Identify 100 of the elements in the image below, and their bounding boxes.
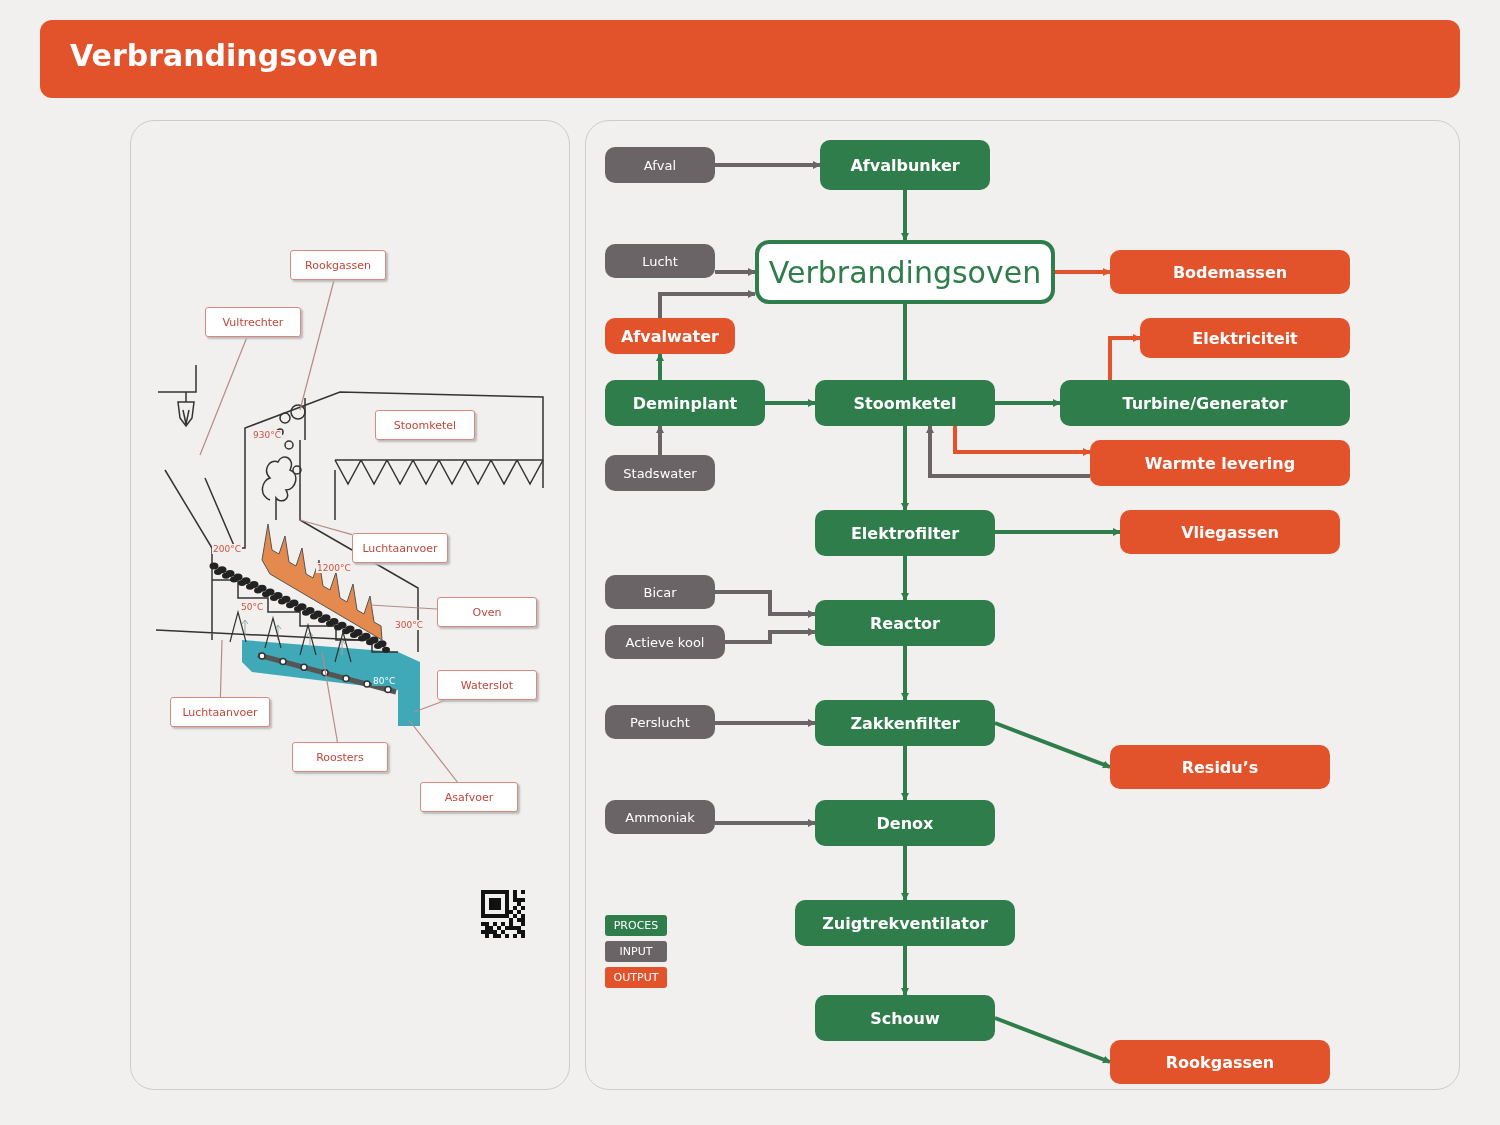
box-label: Perslucht — [630, 714, 690, 730]
output-box — [1110, 1040, 1330, 1084]
callout-box — [420, 782, 518, 812]
leader-line — [299, 279, 335, 411]
box-label: Bicar — [643, 584, 677, 600]
callout-box — [290, 250, 386, 280]
box-label: Roosters — [316, 750, 364, 764]
callout-box — [437, 670, 537, 700]
box-label: Stadswater — [623, 465, 697, 481]
leader-line — [369, 604, 438, 610]
callout-box — [375, 410, 475, 440]
arrow — [715, 161, 821, 169]
box-label: Zakkenfilter — [850, 713, 960, 733]
output-box — [1110, 745, 1330, 789]
box-label: Stoomketel — [853, 393, 957, 413]
arrow — [765, 399, 816, 407]
arrow — [995, 528, 1121, 536]
callout-box — [205, 307, 301, 337]
box-label: Oven — [472, 605, 502, 619]
process-box — [820, 140, 990, 190]
box-label: Reactor — [870, 613, 940, 633]
temperature-label: 1200°C — [316, 563, 352, 573]
box-label: Warmte levering — [1144, 453, 1296, 473]
temperature-label: 200°C — [212, 544, 242, 554]
arrow — [658, 290, 756, 318]
arrow — [715, 719, 816, 727]
box-label: Asafvoer — [444, 790, 494, 804]
input-box — [605, 800, 715, 834]
arrow — [656, 425, 664, 455]
temperature-label: 80°C — [372, 676, 397, 686]
box-label: Stoomketel — [393, 418, 457, 432]
box-label: Rookgassen — [305, 258, 371, 272]
input-box — [605, 455, 715, 491]
output-box — [1090, 440, 1350, 486]
input-box — [605, 625, 725, 659]
leader-line — [299, 519, 353, 536]
input-box — [605, 147, 715, 183]
box-label: Vultrechter — [222, 315, 284, 329]
box-label: Ammoniak — [625, 809, 695, 825]
leader-line — [219, 639, 223, 698]
box-label: Luchtaanvoer — [182, 705, 258, 719]
arrow — [901, 746, 909, 801]
arrow — [953, 426, 1091, 456]
temperature-label: 930°C — [252, 430, 282, 440]
box-label: Verbrandingsoven — [768, 254, 1042, 290]
leader-line — [321, 651, 339, 743]
output-box — [1140, 318, 1350, 358]
box-label: Waterslot — [460, 678, 514, 692]
arrow — [901, 426, 909, 511]
arrow — [901, 946, 909, 996]
arrow — [725, 628, 816, 644]
box-label: Rookgassen — [1165, 1052, 1275, 1072]
furnace-box — [755, 240, 1055, 304]
legend-key: PROCES — [605, 915, 667, 936]
callout-box — [292, 742, 388, 772]
legend-key: INPUT — [605, 941, 667, 962]
box-label: Afvalwater — [621, 326, 719, 346]
arrow — [901, 556, 909, 601]
callout-box — [170, 697, 270, 727]
box-label: Luchtaanvoer — [362, 541, 438, 555]
legend-key: OUTPUT — [605, 967, 667, 988]
leader-line — [413, 699, 448, 713]
process-box — [815, 510, 995, 556]
box-label: Vliegassen — [1181, 522, 1279, 542]
leader-line — [199, 336, 248, 456]
box-label: Schouw — [870, 1008, 940, 1028]
process-box — [815, 800, 995, 846]
input-box — [605, 244, 715, 278]
arrow — [656, 353, 664, 380]
leader-line — [408, 719, 458, 783]
arrow — [901, 646, 909, 701]
box-label: Lucht — [642, 253, 678, 269]
box-label: Afvalbunker — [850, 155, 960, 175]
box-label: Zuigtrekventilator — [822, 913, 988, 933]
callout-box — [352, 533, 448, 563]
box-label: Deminplant — [632, 393, 738, 413]
temperature-label: 50°C — [240, 602, 265, 612]
process-box — [815, 700, 995, 746]
process-box — [605, 380, 765, 426]
output-box — [1120, 510, 1340, 554]
arrow — [715, 268, 756, 276]
arrow — [1108, 334, 1141, 380]
callout-box — [437, 597, 537, 627]
box-label: Actieve kool — [625, 634, 705, 650]
input-box — [605, 575, 715, 609]
box-label: Afval — [643, 157, 677, 173]
output-box — [605, 318, 735, 354]
arrow — [901, 846, 909, 901]
box-label: Bodemassen — [1172, 262, 1288, 282]
box-label: Elektrofilter — [850, 523, 960, 543]
box-label: Turbine/Generator — [1122, 393, 1288, 413]
arrow — [1055, 268, 1111, 276]
box-label: Elektriciteit — [1192, 328, 1298, 348]
process-box — [1060, 380, 1350, 426]
process-box — [795, 900, 1015, 946]
title: Verbrandingsoven — [70, 38, 379, 73]
arrow — [994, 1016, 1111, 1064]
arrow — [926, 425, 1090, 478]
arrow — [901, 190, 909, 241]
input-box — [605, 705, 715, 739]
